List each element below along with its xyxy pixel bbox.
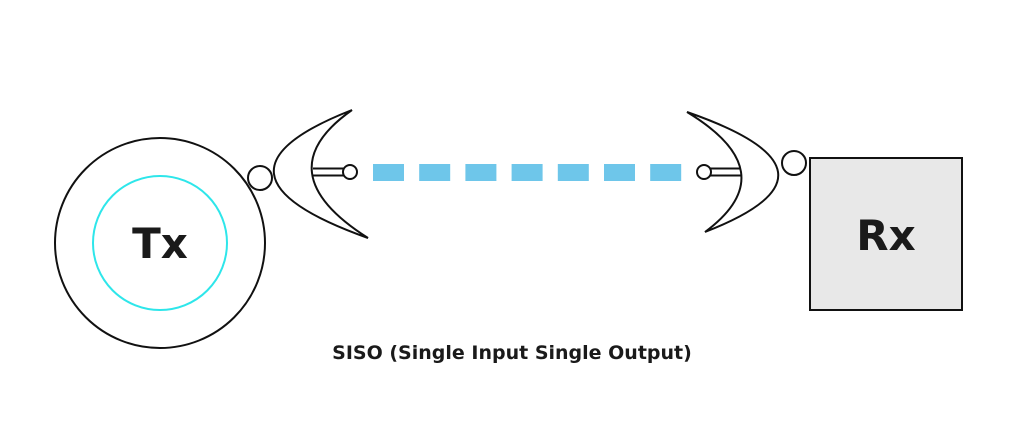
wireless-link bbox=[373, 164, 682, 181]
receiver: Rx bbox=[809, 157, 963, 311]
rx-antenna-icon bbox=[686, 111, 780, 233]
rx-label: Rx bbox=[856, 211, 915, 260]
link-dash bbox=[465, 164, 497, 181]
link-dash bbox=[650, 164, 682, 181]
transmitter: Tx bbox=[54, 137, 266, 349]
tx-inner-ring bbox=[92, 175, 228, 311]
link-dash bbox=[511, 164, 543, 181]
rx-connector-circle bbox=[781, 150, 807, 176]
link-dash bbox=[604, 164, 635, 181]
tx-outer-circle bbox=[54, 137, 266, 349]
tx-label: Tx bbox=[132, 219, 188, 268]
link-dash bbox=[373, 164, 404, 181]
rx-box bbox=[809, 157, 963, 311]
diagram-caption: SISO (Single Input Single Output) bbox=[332, 342, 692, 364]
tx-connector-circle bbox=[247, 165, 273, 191]
tx-antenna-icon bbox=[272, 109, 369, 239]
link-dash bbox=[557, 164, 589, 181]
link-dash bbox=[419, 164, 451, 181]
